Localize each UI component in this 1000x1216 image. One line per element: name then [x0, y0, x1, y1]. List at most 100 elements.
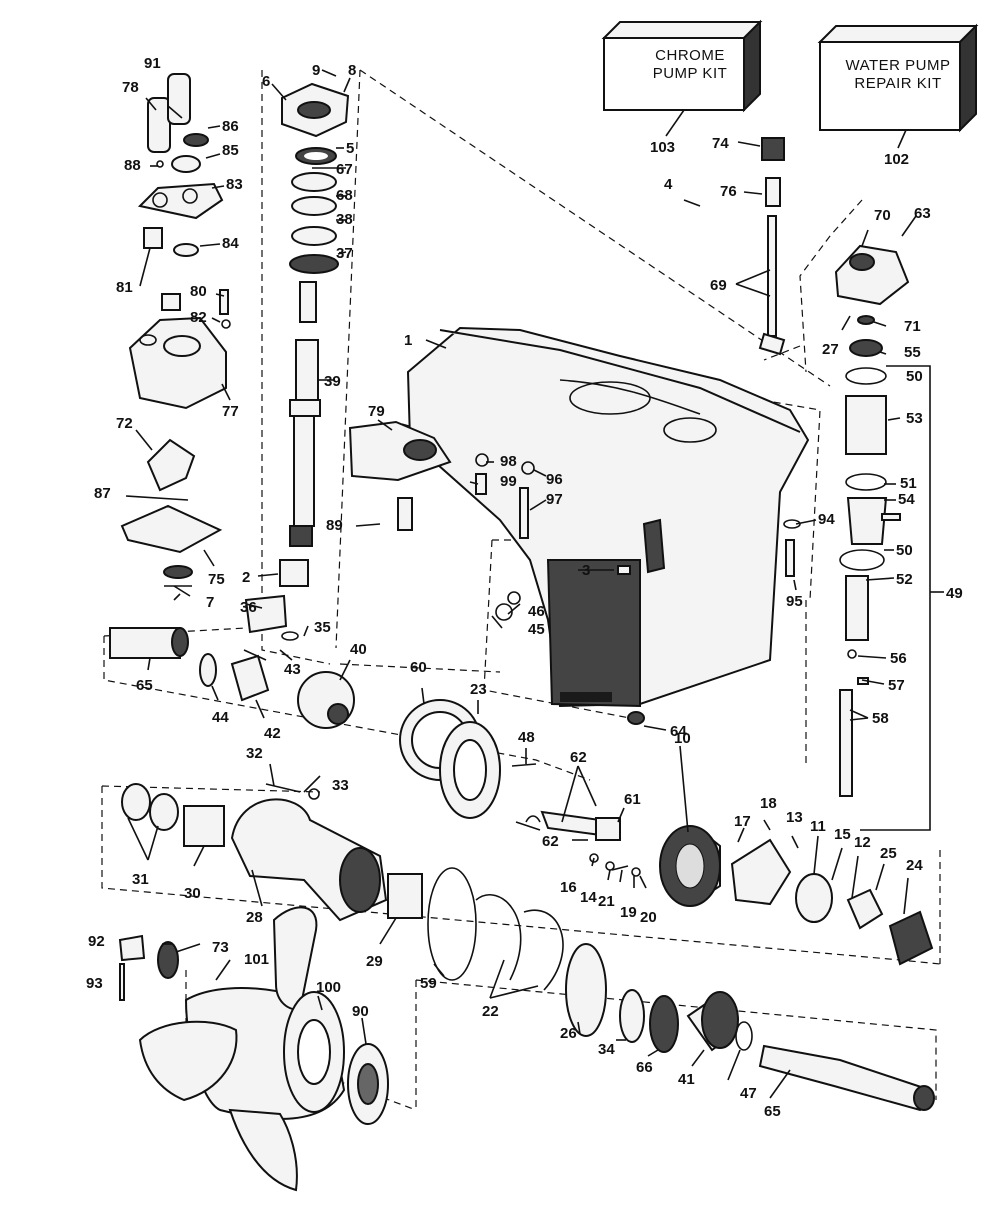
callout-46: 46	[528, 603, 545, 620]
callout-64: 64	[670, 723, 687, 740]
callout-74: 74	[712, 135, 729, 152]
chrome-kit-line1: CHROME	[655, 47, 725, 64]
callout-63: 63	[914, 205, 931, 222]
callout-13: 13	[786, 809, 803, 826]
callout-77: 77	[222, 403, 239, 420]
callout-7: 7	[206, 594, 214, 611]
water-kit-line1: WATER PUMP	[846, 57, 951, 74]
callout-25: 25	[880, 845, 897, 862]
chrome-pump-kit-box: CHROME PUMP KIT 103	[601, 19, 763, 156]
callout-28: 28	[246, 909, 263, 926]
callout-45: 45	[528, 621, 545, 638]
callout-94: 94	[818, 511, 835, 528]
callout-97: 97	[546, 491, 563, 508]
shift-column-parts	[758, 137, 910, 797]
callout-14: 14	[580, 889, 597, 906]
callout-42: 42	[264, 725, 281, 742]
chrome-kit-line2: PUMP KIT	[653, 65, 728, 82]
callout-99: 99	[500, 473, 517, 490]
callout-75: 75	[208, 571, 225, 588]
callout-55: 55	[904, 344, 921, 361]
callout-98: 98	[500, 453, 517, 470]
callout-88: 88	[124, 157, 141, 174]
gearcase-housing	[406, 326, 810, 708]
callout-78: 78	[122, 79, 139, 96]
callout-54: 54	[898, 491, 915, 508]
callout-10: 10	[674, 730, 691, 747]
callout-6: 6	[262, 73, 270, 90]
callout-84: 84	[222, 235, 239, 252]
callout-96: 96	[546, 471, 563, 488]
callout-65-upper: 65	[136, 677, 153, 694]
callout-33: 33	[332, 777, 349, 794]
callout-52: 52	[896, 571, 913, 588]
callout-85: 85	[222, 142, 239, 159]
callout-95: 95	[786, 593, 803, 610]
callout-71: 71	[904, 318, 921, 335]
callout-12: 12	[854, 834, 871, 851]
callout-100: 100	[316, 979, 341, 996]
callout-62-lower: 62	[542, 833, 559, 850]
callout-21: 21	[598, 893, 615, 910]
callout-32: 32	[246, 745, 263, 762]
callout-70: 70	[874, 207, 891, 224]
callout-86: 86	[222, 118, 239, 135]
pinion-area-parts	[109, 420, 666, 729]
callout-62-upper: 62	[570, 749, 587, 766]
callout-31: 31	[132, 871, 149, 888]
callout-89: 89	[326, 517, 343, 534]
callout-18: 18	[760, 795, 777, 812]
callout-30: 30	[184, 885, 201, 902]
callout-72: 72	[116, 415, 133, 432]
callout-1: 1	[404, 332, 412, 349]
propeller-parts	[118, 906, 389, 1192]
callout-11: 11	[810, 818, 826, 835]
callout-2: 2	[242, 569, 250, 586]
callout-4: 4	[664, 176, 673, 193]
propeller-shaft-parts	[121, 699, 935, 1112]
callout-36: 36	[240, 599, 257, 616]
water-kit-line2: REPAIR KIT	[854, 75, 941, 92]
callout-80: 80	[190, 283, 207, 300]
callout-50-lower: 50	[896, 542, 913, 559]
callout-81: 81	[116, 279, 133, 296]
callout-65-lower: 65	[764, 1103, 781, 1120]
water-pump-repair-kit-box: WATER PUMP REPAIR KIT 102	[817, 23, 979, 168]
water-pump-parts	[120, 73, 231, 587]
callout-34: 34	[598, 1041, 615, 1058]
callout-35: 35	[314, 619, 331, 636]
callout-57: 57	[888, 677, 905, 694]
callout-15: 15	[834, 826, 851, 843]
callout-69: 69	[710, 277, 727, 294]
callout-26: 26	[560, 1025, 577, 1042]
callout-19: 19	[620, 904, 637, 921]
callout-87: 87	[94, 485, 111, 502]
callout-48: 48	[518, 729, 535, 746]
callout-16: 16	[560, 879, 577, 896]
callout-90: 90	[352, 1003, 369, 1020]
callout-41: 41	[678, 1071, 695, 1088]
callout-83: 83	[226, 176, 243, 193]
callout-51: 51	[900, 475, 917, 492]
callout-68: 68	[336, 187, 353, 204]
callout-61: 61	[624, 791, 641, 808]
callout-76: 76	[720, 183, 737, 200]
callout-103: 103	[650, 139, 675, 156]
callout-27: 27	[822, 341, 839, 358]
leader-lines	[125, 69, 944, 1099]
callout-24: 24	[906, 857, 923, 874]
callout-79: 79	[368, 403, 385, 420]
callout-22: 22	[482, 1003, 499, 1020]
callout-101: 101	[244, 951, 269, 968]
callout-5: 5	[346, 140, 354, 157]
callout-102: 102	[884, 151, 909, 168]
callout-56: 56	[890, 650, 907, 667]
callout-60: 60	[410, 659, 427, 676]
callout-59: 59	[420, 975, 437, 992]
callout-20: 20	[640, 909, 657, 926]
callout-92: 92	[88, 933, 105, 950]
callout-91: 91	[144, 55, 161, 72]
callout-44: 44	[212, 709, 229, 726]
callout-58: 58	[872, 710, 889, 727]
